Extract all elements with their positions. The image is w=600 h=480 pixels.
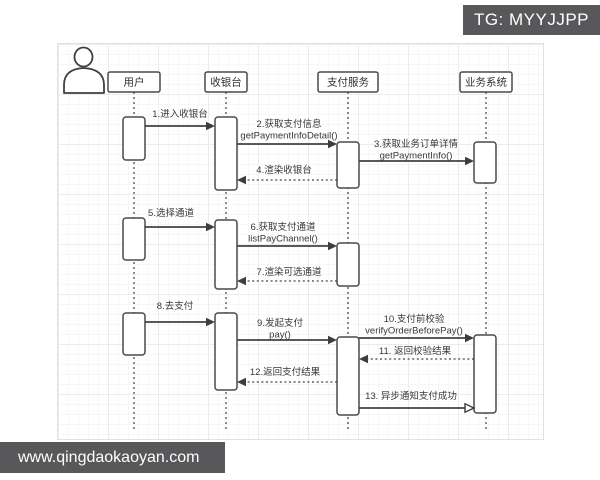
activation-user-0	[122, 116, 146, 161]
activation-user-7	[122, 312, 146, 356]
message-13-arrowhead	[464, 402, 476, 414]
message-1-label: 1.进入收银台	[152, 108, 207, 120]
activation-cashier-5	[214, 219, 238, 290]
actor-box-cashier	[204, 71, 248, 93]
actor-box-business	[459, 71, 513, 93]
message-3-arrowhead	[465, 156, 474, 166]
website-watermark-badge: www.qingdaokaoyan.com	[0, 442, 225, 473]
activation-business-3	[473, 141, 497, 184]
actor-label-business: 业务系统	[465, 76, 507, 89]
message-4-label: 4.渲染收银台	[256, 164, 311, 176]
message-10-arrowhead	[465, 333, 474, 343]
message-2-arrowhead	[328, 139, 337, 149]
actor-label-cashier: 收银台	[210, 76, 242, 89]
message-7-arrowhead	[237, 276, 246, 286]
activation-user-4	[122, 217, 146, 261]
actor-box-user	[107, 71, 161, 93]
activation-cashier-1	[214, 116, 238, 191]
actor-box-payment	[317, 71, 379, 93]
message-6-arrowhead	[328, 241, 337, 251]
activation-payment-2	[336, 141, 360, 189]
message-13-label: 13. 异步通知支付成功	[365, 390, 457, 402]
message-12-arrowhead	[237, 377, 246, 387]
actor-label-user: 用户	[124, 76, 145, 89]
message-7-label: 7.渲染可选通道	[257, 266, 322, 278]
message-4-arrowhead	[237, 175, 246, 185]
message-11-arrowhead	[359, 354, 368, 364]
message-5-arrowhead	[206, 222, 215, 232]
telegram-watermark-badge: TG: MYYJJPP	[463, 5, 600, 35]
message-12-label: 12.返回支付结果	[250, 366, 321, 378]
person-icon	[63, 46, 105, 94]
message-8-label: 8.去支付	[157, 300, 194, 312]
message-1-arrowhead	[206, 121, 215, 131]
activation-business-10	[473, 334, 497, 414]
message-8-arrowhead	[206, 317, 215, 327]
activation-payment-6	[336, 242, 360, 287]
activation-cashier-8	[214, 312, 238, 391]
message-9-arrowhead	[328, 335, 337, 345]
message-11-label: 11. 返回校验结果	[379, 345, 452, 357]
activation-payment-9	[336, 336, 360, 416]
actor-label-payment: 支付服务	[327, 76, 369, 89]
diagram-grid-canvas	[57, 43, 544, 440]
message-5-label: 5.选择通道	[148, 207, 194, 219]
